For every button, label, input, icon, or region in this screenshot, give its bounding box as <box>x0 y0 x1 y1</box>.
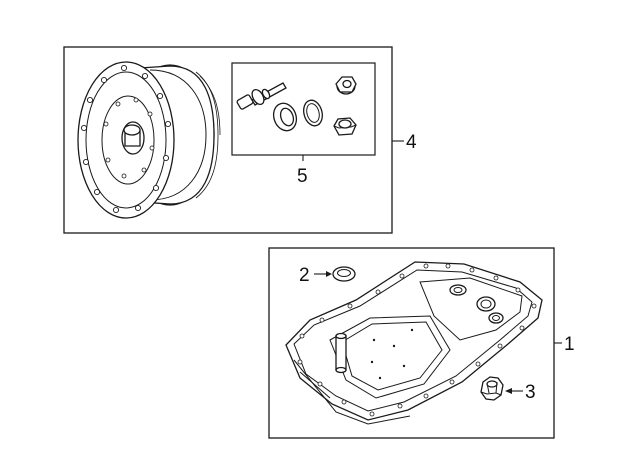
torque-converter-frame <box>63 46 393 234</box>
oil-pan-group: 2 <box>268 247 575 439</box>
seal-ring-icon[interactable] <box>332 266 356 282</box>
drain-plug-icon[interactable] <box>480 376 504 401</box>
callout-5: 5 <box>297 166 308 187</box>
callout-2: 2 <box>299 265 310 286</box>
torque-converter-icon[interactable] <box>77 61 221 219</box>
callout-3-arrowhead <box>505 388 512 394</box>
oil-pan-icon[interactable] <box>285 261 543 425</box>
seal-kit-icon[interactable] <box>236 76 357 136</box>
callout-4: 4 <box>406 132 417 153</box>
callout-2-arrowhead <box>326 271 332 277</box>
torque-converter-group: 4 5 <box>63 46 417 234</box>
callout-3: 3 <box>525 382 536 403</box>
callout-1: 1 <box>564 334 575 355</box>
